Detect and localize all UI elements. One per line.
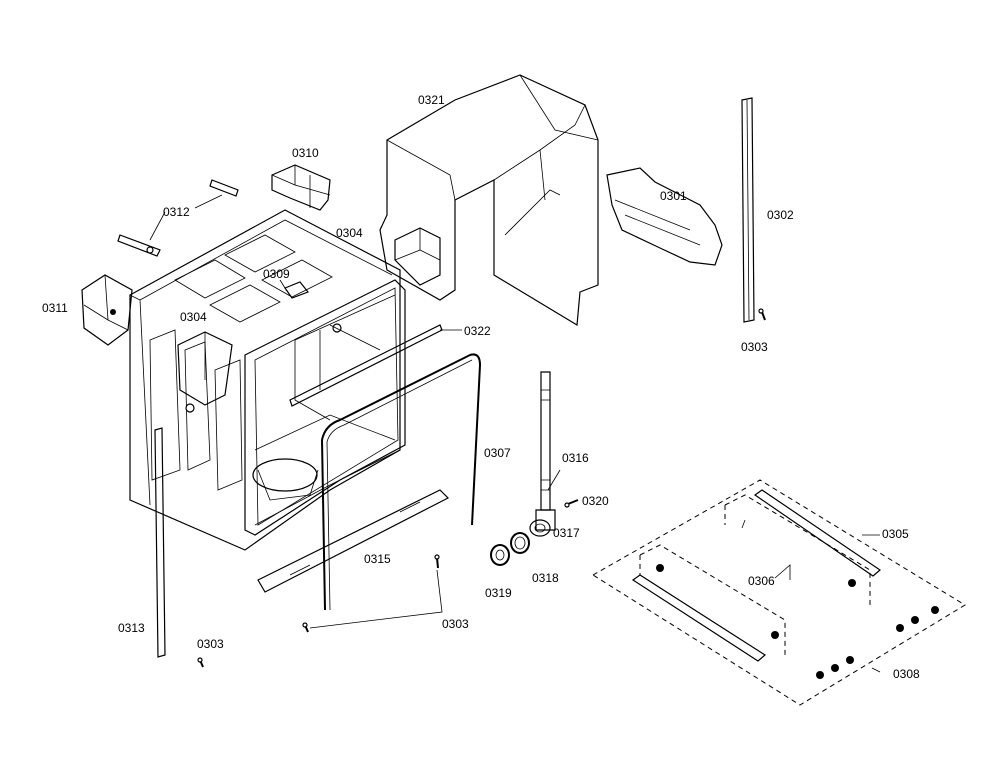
label-0311: 0311	[42, 301, 68, 315]
label-0301: 0301	[660, 189, 687, 203]
label-0303-right: 0303	[741, 340, 768, 354]
gasket-0318	[510, 532, 530, 554]
nut-0317	[529, 519, 551, 537]
screw-0303-center	[434, 554, 440, 569]
label-0305: 0305	[882, 527, 909, 541]
screw-0303-right	[758, 308, 766, 321]
hinge-0311	[81, 274, 133, 346]
label-0320: 0320	[582, 494, 609, 508]
leader-0308	[871, 667, 881, 673]
label-0304-lower: 0304	[180, 310, 207, 324]
rail-0305	[741, 489, 881, 587]
label-0310: 0310	[292, 146, 319, 160]
insulation-blanket-0321	[379, 74, 599, 327]
door-gasket-0307	[320, 353, 482, 611]
screw-0320	[564, 499, 579, 508]
leader-0316	[547, 469, 561, 491]
latch-0312-lower	[117, 234, 161, 257]
label-0304-upper: 0304	[336, 226, 363, 240]
bracket-0304-lower	[177, 331, 233, 413]
label-0309: 0309	[263, 267, 290, 281]
label-0313: 0313	[118, 621, 145, 635]
leader-0312-a	[194, 194, 223, 209]
rail-0306	[631, 574, 779, 662]
spray-pipe-0316	[535, 371, 556, 531]
leader-0306	[774, 564, 791, 580]
rail-0306-upper	[656, 564, 664, 572]
bracket-0304-upper	[394, 227, 441, 286]
label-0307: 0307	[484, 446, 511, 460]
label-0308: 0308	[893, 667, 920, 681]
base-frame-set-0308	[592, 479, 966, 706]
leader-0312-b	[149, 211, 166, 241]
plate-0301	[606, 167, 723, 266]
label-0316: 0316	[562, 451, 589, 465]
label-0319: 0319	[485, 586, 512, 600]
label-0318: 0318	[532, 571, 559, 585]
label-0303-bottom: 0303	[197, 637, 224, 651]
label-0306: 0306	[748, 574, 775, 588]
side-trim-0302	[741, 97, 755, 323]
latch-0312-upper	[209, 179, 239, 197]
dishwasher-tub	[129, 209, 406, 551]
bottom-strip-0315	[257, 489, 450, 593]
label-0317: 0317	[553, 526, 580, 540]
label-0312: 0312	[163, 205, 190, 219]
screw-0303-left	[302, 622, 309, 633]
side-strip-0313	[154, 427, 166, 658]
clip-0309	[279, 279, 309, 299]
label-0322: 0322	[464, 324, 491, 338]
screw-0303-bottom	[197, 657, 204, 668]
rail-0322	[289, 323, 443, 407]
clip-0310	[271, 164, 331, 211]
label-0302: 0302	[767, 208, 794, 222]
label-0315: 0315	[364, 552, 391, 566]
label-0321: 0321	[418, 93, 445, 107]
label-0303-center: 0303	[442, 617, 469, 631]
feet-0308	[816, 606, 939, 679]
leader-0303-center	[309, 569, 443, 629]
nut-0319	[490, 544, 510, 566]
